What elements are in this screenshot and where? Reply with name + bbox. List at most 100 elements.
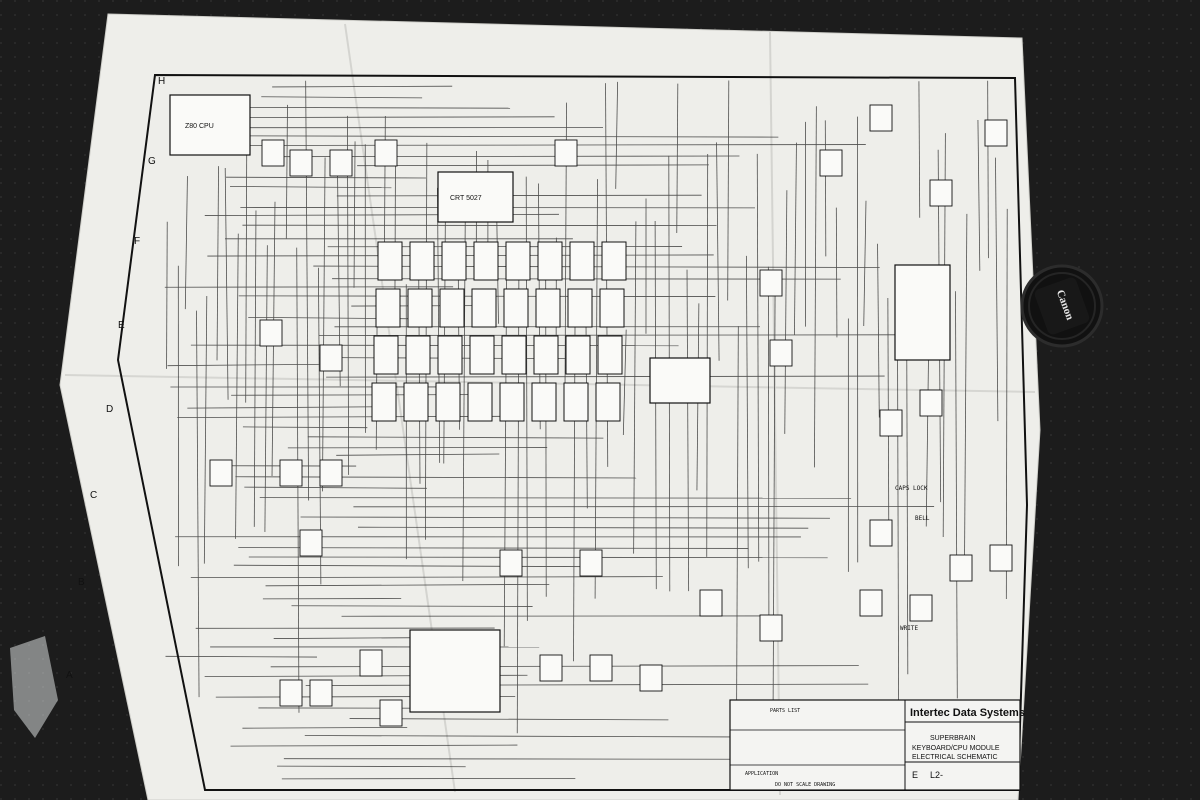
trace xyxy=(242,106,511,109)
trace xyxy=(706,153,709,557)
trace xyxy=(794,142,797,335)
trace xyxy=(353,141,356,288)
trace xyxy=(307,436,604,439)
memory-chip xyxy=(437,335,463,375)
trace xyxy=(573,324,576,662)
row-letters: H G F E D C B A xyxy=(66,76,165,681)
trace xyxy=(184,176,188,310)
trace xyxy=(357,526,809,529)
title-block-frame xyxy=(729,699,1021,791)
trace xyxy=(233,564,597,568)
drawing-title-2: ELECTRICAL SCHEMATIC xyxy=(912,754,998,761)
memory-chip xyxy=(375,288,401,328)
video-chip-label: CRT 5027 xyxy=(450,195,482,202)
memory-chip xyxy=(377,241,403,281)
do-not-scale-note: DO NOT SCALE DRAWING xyxy=(775,782,835,788)
trace xyxy=(166,221,168,369)
memory-chip xyxy=(371,382,397,422)
trace xyxy=(977,120,981,271)
trace xyxy=(835,207,838,338)
product-name: SUPERBRAIN xyxy=(930,735,976,742)
trace xyxy=(318,334,905,336)
memory-chip xyxy=(533,335,559,375)
logic-chip xyxy=(579,549,603,577)
trace xyxy=(242,426,368,429)
trace xyxy=(736,326,739,716)
logic-chip xyxy=(699,589,723,617)
trace xyxy=(336,194,702,197)
trace xyxy=(216,166,219,361)
trace xyxy=(226,176,426,179)
trace xyxy=(248,556,828,559)
keyboard-encoder-chip xyxy=(894,264,951,361)
row-letter: D xyxy=(106,404,113,415)
trace xyxy=(824,120,827,257)
trace xyxy=(264,245,268,532)
trace xyxy=(238,547,749,549)
write-label: WRITE xyxy=(900,625,918,632)
trace xyxy=(272,85,453,88)
logic-chip xyxy=(929,179,953,207)
logic-chip xyxy=(759,614,783,642)
trace xyxy=(349,718,669,721)
trace xyxy=(676,83,679,234)
logic-chip xyxy=(259,319,283,347)
trace xyxy=(767,266,770,628)
cpu-chip xyxy=(169,94,251,156)
logic-chip xyxy=(209,459,233,487)
drawing-title-1: KEYBOARD/CPU MODULE xyxy=(912,745,1000,752)
logic-chip xyxy=(329,149,353,177)
company-name: Intertec Data Systems xyxy=(910,707,1025,719)
parts-list-label: PARTS LIST xyxy=(770,708,800,714)
logic-chip xyxy=(909,594,933,622)
trace xyxy=(863,200,867,326)
trace xyxy=(187,406,393,409)
memory-chip xyxy=(599,288,625,328)
logic-chip xyxy=(859,589,883,617)
trace xyxy=(230,744,518,747)
trace xyxy=(259,497,852,499)
memory-chip xyxy=(441,241,467,281)
memory-chip xyxy=(567,288,593,328)
trace xyxy=(261,96,423,99)
lens-cap-grip xyxy=(1034,277,1090,335)
trace xyxy=(955,291,958,699)
trace xyxy=(313,265,880,268)
memory-chip xyxy=(501,335,527,375)
trace xyxy=(230,186,392,189)
trace xyxy=(622,329,627,436)
logic-chip xyxy=(289,149,313,177)
trace xyxy=(283,758,815,760)
video-chip-2 xyxy=(649,357,711,404)
trace xyxy=(633,221,637,554)
trace xyxy=(877,243,880,418)
memory-chip xyxy=(407,288,433,328)
trace xyxy=(745,255,749,569)
logic-chip xyxy=(869,519,893,547)
memory-chip xyxy=(405,335,431,375)
logic-chip xyxy=(309,679,333,707)
trace xyxy=(291,605,533,607)
trace xyxy=(245,119,248,403)
video-controller-chip xyxy=(437,171,514,223)
trace xyxy=(716,142,720,361)
row-letter: G xyxy=(148,156,156,167)
logic-chip xyxy=(869,104,893,132)
memory-chip xyxy=(503,288,529,328)
trace xyxy=(196,310,200,698)
logic-chip xyxy=(499,549,523,577)
lens-cap: Canon xyxy=(1020,264,1104,348)
trace xyxy=(170,135,779,138)
memory-chip xyxy=(595,382,621,422)
trace xyxy=(756,153,760,562)
logic-chip xyxy=(279,459,303,487)
memory-chip xyxy=(601,241,627,281)
trace xyxy=(244,486,427,489)
trace xyxy=(918,81,921,218)
trace xyxy=(727,80,730,301)
trace xyxy=(357,164,709,167)
memory-chip xyxy=(499,382,525,422)
application-label: APPLICATION xyxy=(745,771,778,777)
memory-chip xyxy=(531,382,557,422)
